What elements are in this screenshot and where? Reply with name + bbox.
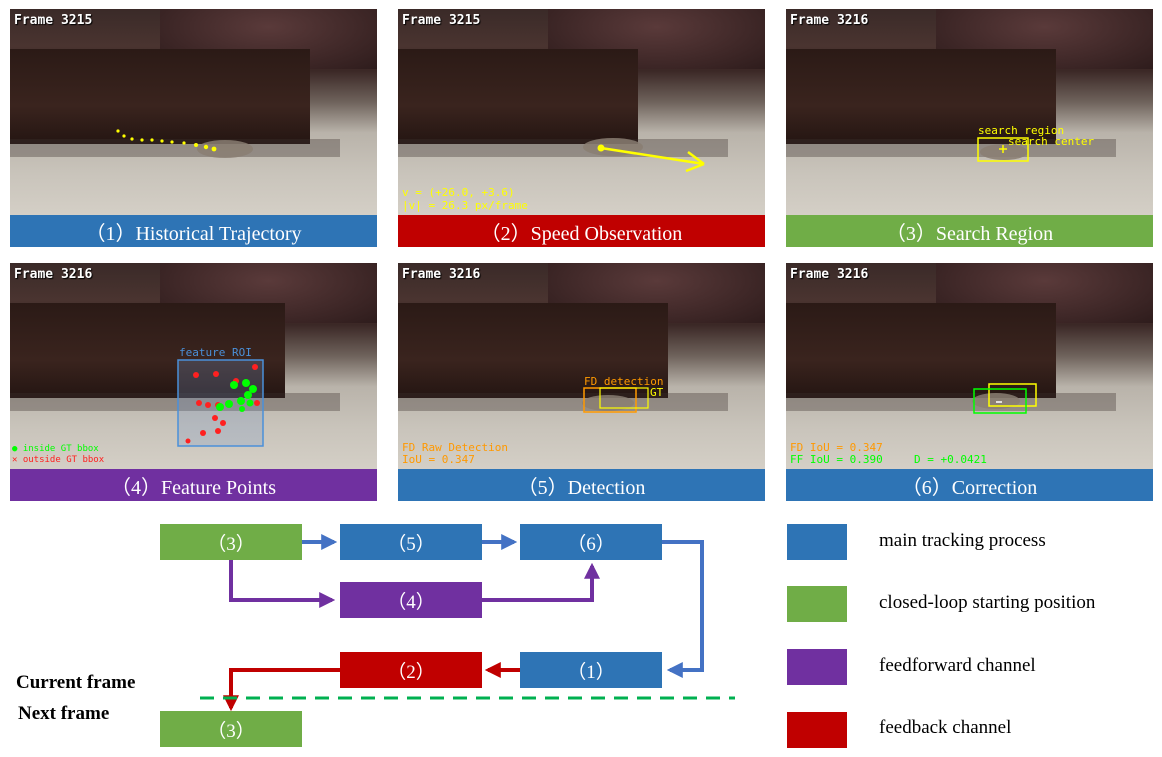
frame-image: Frame 3216 FD detection GT FD Raw Detect…	[398, 263, 765, 469]
legend-swatch-feedback	[787, 712, 847, 748]
coffee-table	[398, 303, 668, 398]
coffee-table	[398, 49, 638, 144]
raw-detection-text: FD Raw Detection	[402, 441, 508, 454]
frame-number: Frame 3216	[14, 267, 93, 282]
outside-label: outside GT bbox	[22, 455, 105, 465]
caption: （3）Search Region	[786, 215, 1153, 247]
frame-image: Frame 3216 FD IoU = 0.347 FF IoU = 0.390…	[786, 263, 1153, 469]
iou-text: IoU = 0.347	[402, 453, 475, 466]
legend-swatch-start	[787, 586, 847, 622]
velocity-vector-text: v = (+26.0, +3.6)	[402, 186, 515, 199]
feature-roi-label: feature ROI	[179, 346, 252, 359]
flow-box-3-next: （3）	[160, 711, 302, 747]
arrow-4-to-6	[482, 562, 600, 602]
coffee-table	[10, 49, 310, 144]
legend-text-feedforward: feedforward channel	[879, 655, 1036, 676]
frame-image: Frame 3216 search region search center	[786, 9, 1153, 215]
panel-correction: Frame 3216 FD IoU = 0.347 FF IoU = 0.390…	[786, 263, 1153, 501]
legend-text-main: main tracking process	[879, 530, 1046, 551]
ff-iou-text: FF IoU = 0.390	[790, 453, 883, 466]
search-center-label: search center	[1008, 135, 1095, 148]
caption: （5）Detection	[398, 469, 765, 501]
flow-box-4: （4）	[340, 582, 482, 618]
coffee-table	[10, 303, 285, 398]
table-shadow	[10, 139, 340, 157]
panel-feature-points: Frame 3216 feature ROI ● inside GT bbox …	[10, 263, 377, 501]
panel-speed-observation: Frame 3215 v = (+26.0, +3.6) |v| = 26.3 …	[398, 9, 765, 247]
table-shadow	[398, 393, 728, 411]
caption: （2）Speed Observation	[398, 215, 765, 247]
trajectory-overlay	[116, 129, 253, 158]
legend-text-feedback: feedback channel	[879, 717, 1012, 738]
next-frame-label: Next frame	[18, 703, 110, 724]
caption: （4）Feature Points	[10, 469, 377, 501]
frame-number: Frame 3216	[402, 267, 481, 282]
fd-iou-text: FD IoU = 0.347	[790, 441, 883, 454]
table-shadow	[786, 139, 1116, 157]
panel-search-region: Frame 3216 search region search center （…	[786, 9, 1153, 247]
frame-number: Frame 3216	[790, 267, 869, 282]
panel-historical-trajectory: Frame 3215 （1）Historical Trajectory	[10, 9, 377, 247]
inside-label: inside GT bbox	[22, 444, 99, 454]
legend-swatch-main	[787, 524, 847, 560]
legend-text-start: closed-loop starting position	[879, 592, 1096, 613]
frame-number: Frame 3215	[14, 13, 93, 28]
detection-overlay	[582, 387, 649, 413]
table-shadow	[398, 139, 728, 157]
coffee-table	[786, 49, 1056, 144]
flow-box-2: （2）	[340, 652, 482, 688]
arrow-6-to-1	[662, 540, 704, 678]
feature-overlay	[177, 359, 264, 447]
search-overlay	[977, 137, 1029, 162]
panel-detection: Frame 3216 FD detection GT FD Raw Detect…	[398, 263, 765, 501]
frame-image: Frame 3216 feature ROI ● inside GT bbox …	[10, 263, 377, 469]
arrow-2-to-3	[223, 668, 340, 712]
frame-image: Frame 3215	[10, 9, 377, 215]
flow-box-5: （5）	[340, 524, 482, 560]
current-frame-label: Current frame	[16, 672, 136, 693]
flow-box-1: （1）	[520, 652, 662, 688]
legend-swatch-feedforward	[787, 649, 847, 685]
frame-number: Frame 3216	[790, 13, 869, 28]
arrow-3-to-4	[229, 560, 336, 608]
coffee-table	[786, 303, 1056, 398]
correction-overlay	[972, 383, 1037, 414]
fd-detection-label: FD detection	[584, 375, 664, 388]
frame-image: Frame 3215 v = (+26.0, +3.6) |v| = 26.3 …	[398, 9, 765, 215]
flow-box-3-start: （3）	[160, 524, 302, 560]
velocity-magnitude-text: |v| = 26.3 px/frame	[402, 199, 528, 212]
velocity-overlay	[583, 138, 705, 173]
delta-text: D = +0.0421	[914, 453, 987, 466]
caption: （6）Correction	[786, 469, 1153, 501]
legend-outside-bbox: ✕ outside GT bbox	[12, 455, 105, 465]
legend-inside-bbox: ● inside GT bbox	[12, 444, 99, 454]
caption: （1）Historical Trajectory	[10, 215, 377, 247]
gt-label: GT	[650, 386, 664, 399]
search-region-label: search region	[978, 124, 1065, 137]
table-shadow	[10, 393, 340, 411]
frame-number: Frame 3215	[402, 13, 481, 28]
flow-box-6: （6）	[520, 524, 662, 560]
